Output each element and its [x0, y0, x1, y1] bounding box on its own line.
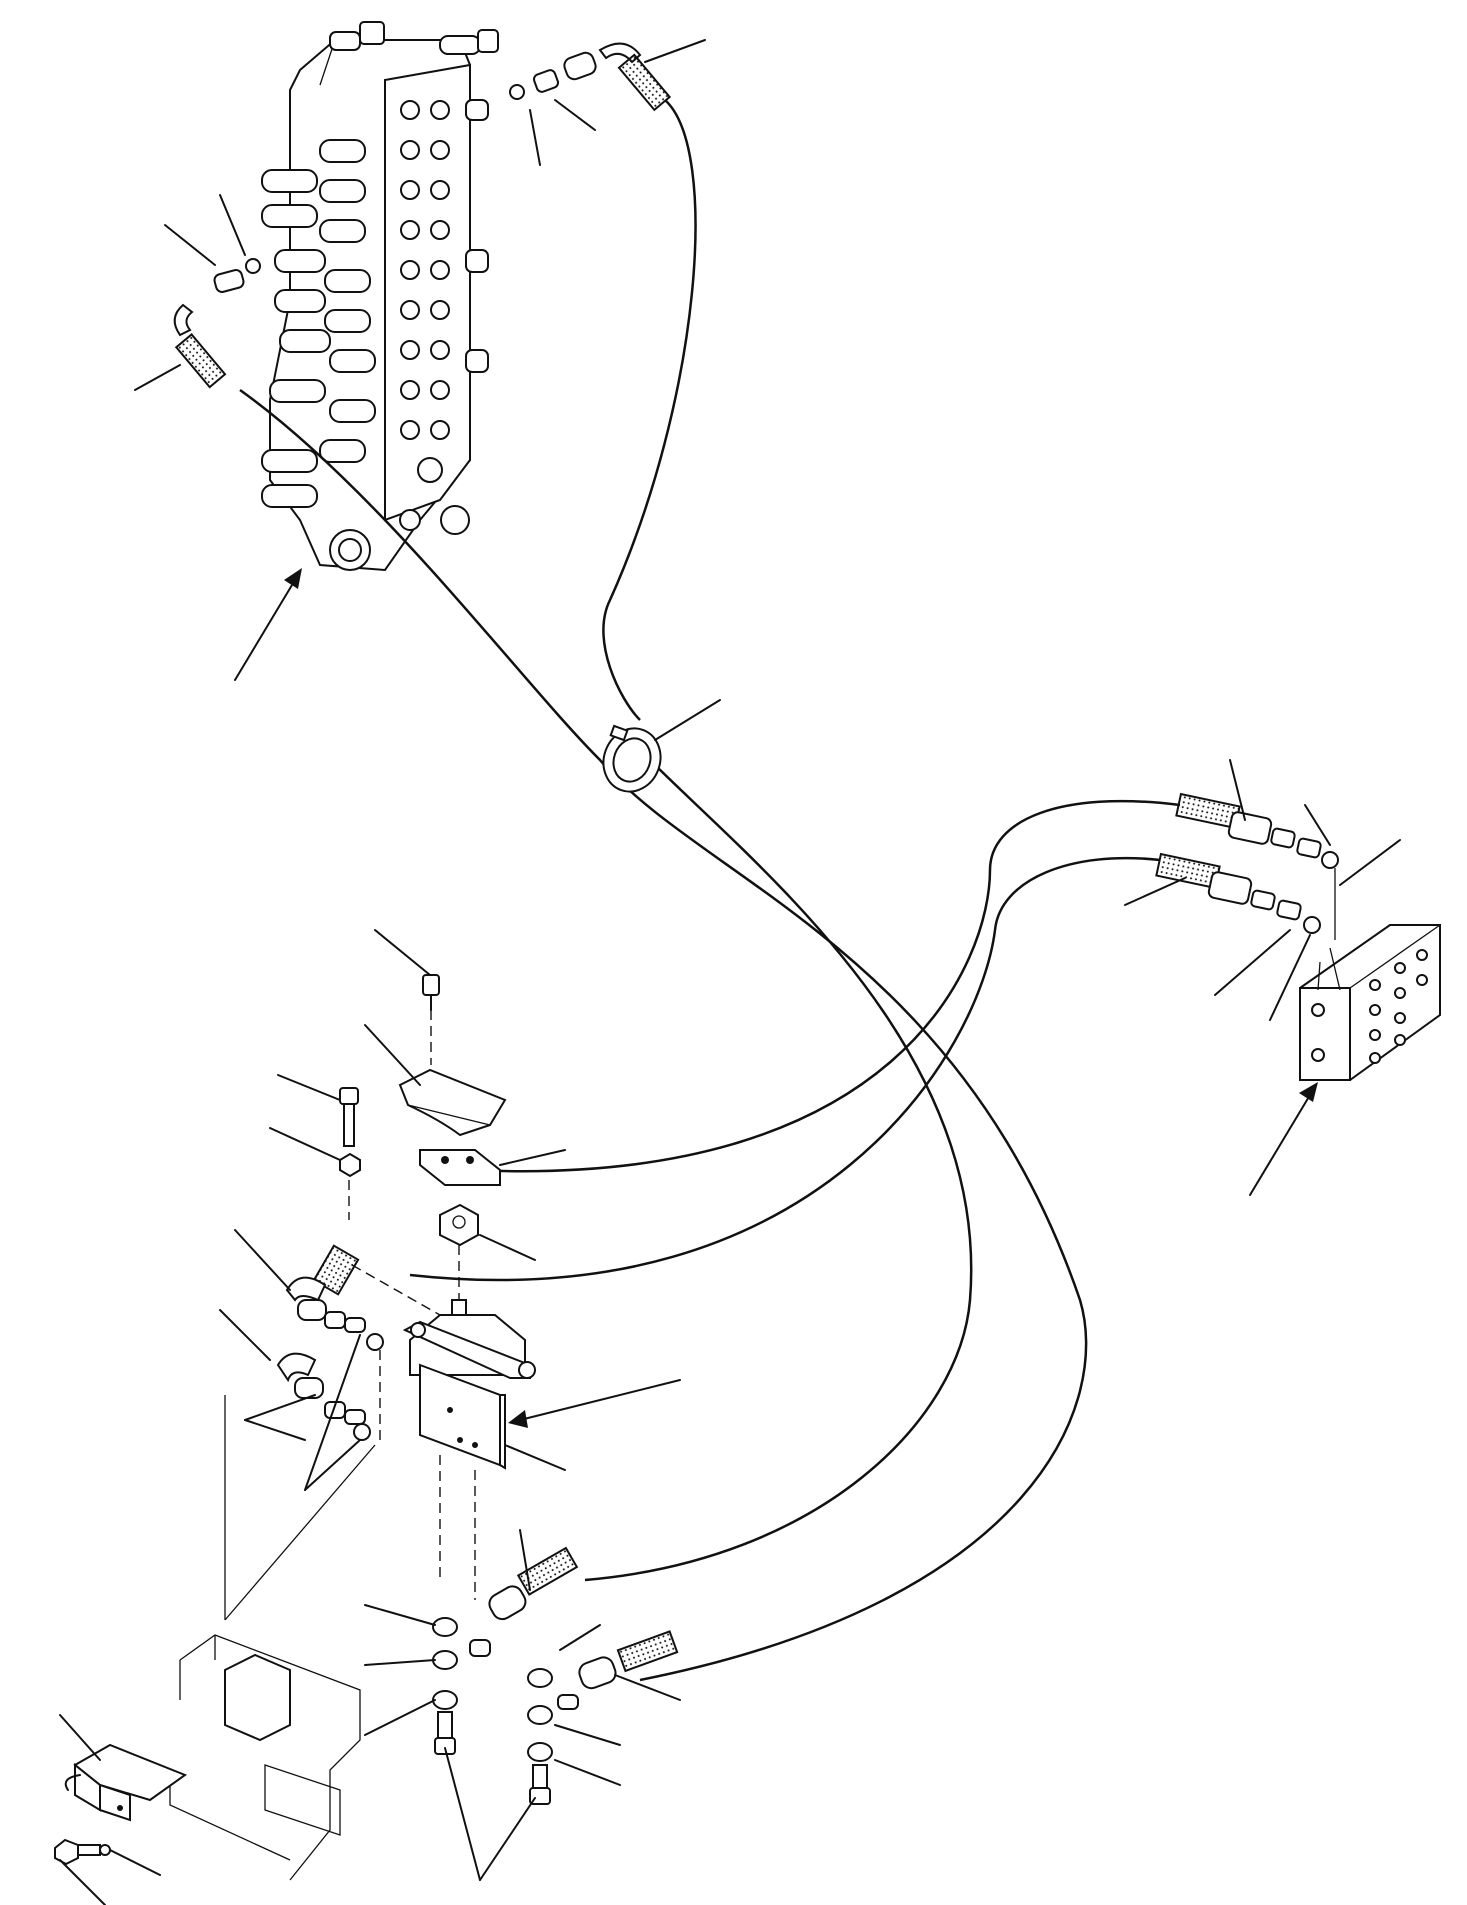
- pilot-control-pedal-valve: [398, 974, 536, 1600]
- leader-line: [244, 1394, 316, 1421]
- mount-bolt-left: [339, 1087, 361, 1220]
- pedal-valve-left-fittings: [276, 1244, 441, 1441]
- leader-line: [59, 1859, 106, 1905]
- leader-line: [1269, 934, 1311, 1021]
- pedal-valve-lower-fittings: [488, 1546, 679, 1690]
- leader-line: [134, 364, 181, 391]
- leader-line: [219, 1309, 271, 1361]
- leader-line: [277, 1074, 341, 1101]
- leader-line: [444, 1747, 481, 1881]
- leader-line: [269, 1127, 341, 1161]
- leader-line: [364, 1024, 421, 1086]
- leader-line: [1229, 759, 1246, 821]
- leader-line: [1304, 804, 1331, 846]
- leader-line: [1124, 877, 1186, 906]
- leader-line: [554, 1759, 621, 1786]
- leader-line: [364, 1659, 436, 1666]
- hydraulic-hoses: [239, 99, 1181, 1682]
- leader-lines: [59, 39, 1401, 1905]
- pedal-bracket-cover: [54, 1743, 188, 1866]
- leader-line: [364, 1699, 436, 1736]
- leader-line: [614, 1674, 681, 1701]
- leader-line: [164, 224, 216, 266]
- leader-line: [554, 99, 596, 131]
- lower-left-washer-stack: [432, 1617, 491, 1755]
- reference-arrow: [519, 1379, 681, 1421]
- leader-line: [529, 109, 541, 166]
- manifold-hose-fittings: [1155, 792, 1339, 940]
- leader-line: [479, 1797, 536, 1881]
- leader-line: [234, 1229, 291, 1291]
- leader-line: [519, 1529, 531, 1591]
- leader-line: [554, 1724, 621, 1746]
- leader-line: [654, 699, 721, 741]
- leader-line: [364, 1604, 436, 1626]
- leader-line: [374, 929, 431, 976]
- top-hose-fittings: [509, 42, 672, 112]
- leader-line: [1339, 839, 1401, 886]
- reference-arrows: [234, 568, 1318, 1428]
- leader-line: [109, 1849, 161, 1876]
- leader-line: [304, 1334, 361, 1491]
- main-control-valve-assembly: [261, 21, 499, 572]
- leader-line: [559, 1624, 601, 1651]
- leader-line: [219, 194, 246, 256]
- leader-line: [304, 1439, 361, 1491]
- hose-clamp: [602, 724, 662, 793]
- leader-line: [1214, 929, 1291, 996]
- left-hose-fittings: [173, 258, 261, 389]
- leader-line: [499, 1149, 566, 1166]
- pilot-manifold-block: [1299, 924, 1441, 1081]
- leader-line: [479, 1234, 536, 1261]
- leader-line: [244, 1419, 306, 1441]
- valve-face-detail: [399, 100, 470, 535]
- lower-right-washer-stack: [527, 1668, 579, 1805]
- leader-line: [59, 1714, 101, 1761]
- valve-spool-ports: [261, 139, 376, 571]
- reference-arrow: [234, 579, 296, 681]
- floor-plate-bracket: [169, 1395, 376, 1881]
- reference-arrow: [1249, 1094, 1311, 1196]
- leader-line: [504, 1444, 566, 1471]
- leader-line: [644, 39, 706, 63]
